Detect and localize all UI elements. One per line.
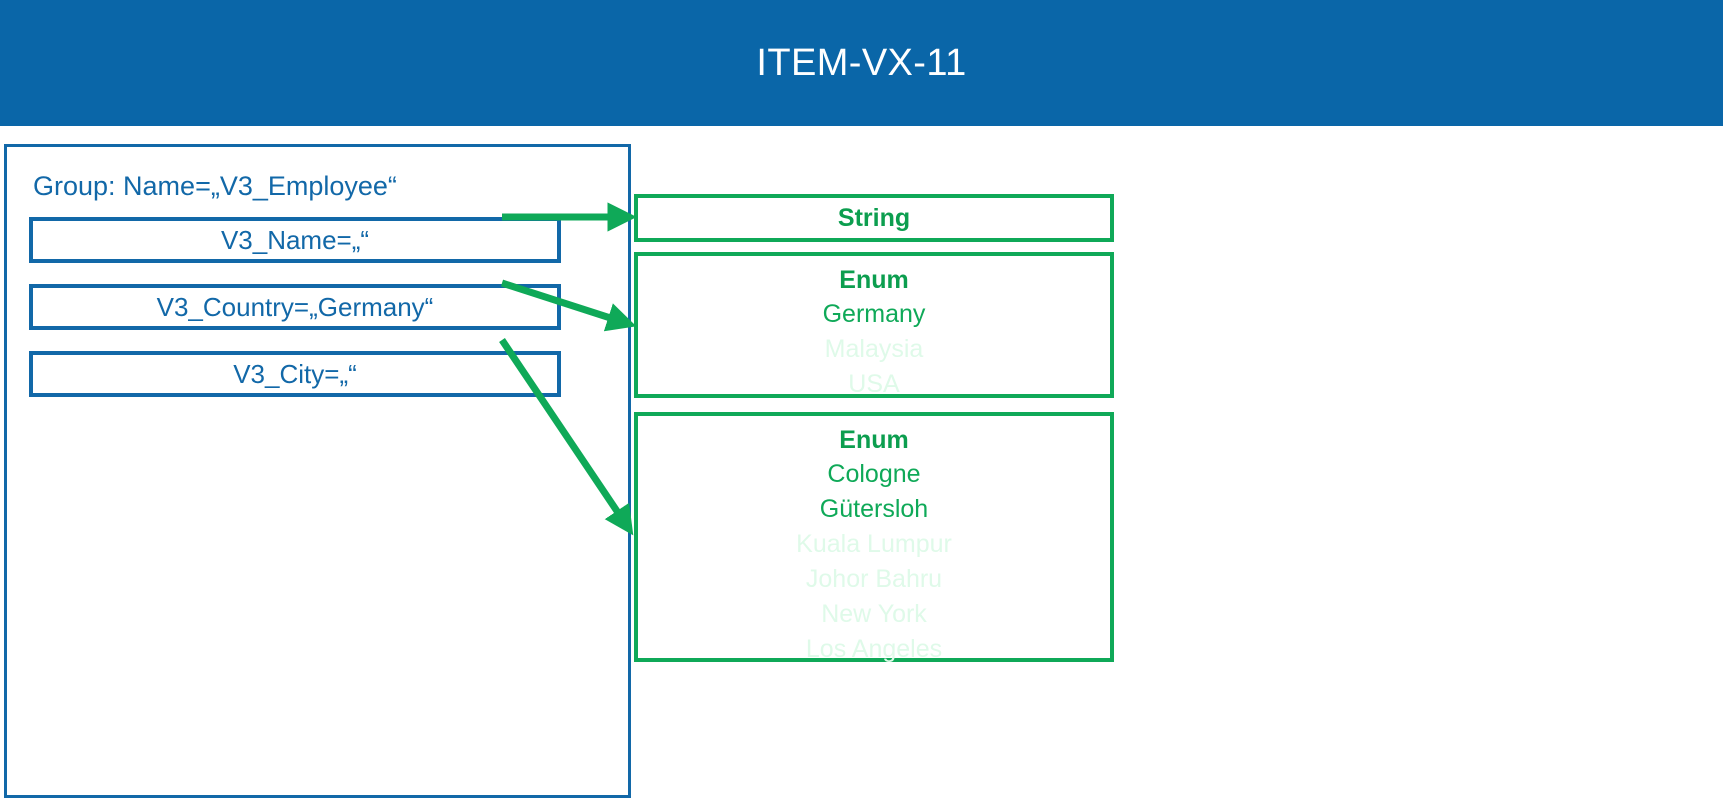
field-box-v3-name[interactable]: V3_Name=„“ bbox=[29, 217, 561, 263]
type-head-string: String bbox=[837, 204, 911, 232]
field-label-v3-country: V3_Country=„Germany“ bbox=[156, 292, 434, 322]
enum-item: Malaysia bbox=[824, 335, 924, 363]
type-head-city-enum: Enum bbox=[839, 426, 909, 454]
header-bar: ITEM-VX-11 bbox=[0, 0, 1723, 126]
enum-item: Los Angeles bbox=[805, 635, 943, 663]
enum-item: Gütersloh bbox=[819, 495, 929, 523]
enum-item: Kuala Lumpur bbox=[796, 530, 952, 558]
page-title: ITEM-VX-11 bbox=[756, 41, 967, 84]
enum-item: Germany bbox=[822, 300, 926, 328]
field-label-v3-city: V3_City=„“ bbox=[233, 359, 357, 389]
group-panel: Group: Name=„V3_Employee“ V3_Name=„“ V3_… bbox=[4, 144, 631, 798]
enum-item: New York bbox=[821, 600, 927, 628]
type-head-country-enum: Enum bbox=[839, 266, 909, 294]
enum-item: USA bbox=[848, 370, 900, 398]
type-box-city-enum: Enum Cologne Gütersloh Kuala Lumpur Joho… bbox=[634, 412, 1114, 663]
field-label-v3-name: V3_Name=„“ bbox=[220, 225, 370, 255]
field-box-v3-country[interactable]: V3_Country=„Germany“ bbox=[29, 284, 561, 330]
enum-item: Cologne bbox=[827, 460, 921, 488]
group-label: Group: Name=„V3_Employee“ bbox=[33, 171, 397, 201]
enum-item: Johor Bahru bbox=[805, 565, 943, 593]
type-box-country-enum: Enum Germany Malaysia USA bbox=[634, 252, 1114, 398]
field-box-v3-city[interactable]: V3_City=„“ bbox=[29, 351, 561, 397]
type-box-string: String bbox=[634, 194, 1114, 242]
